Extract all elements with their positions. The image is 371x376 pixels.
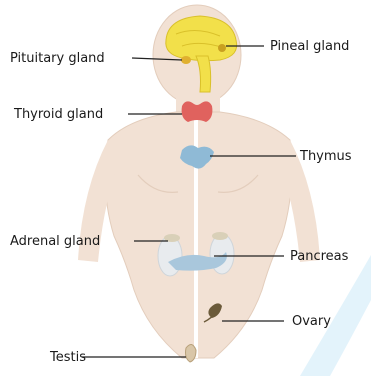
adrenal-gland-right-organ <box>212 232 228 240</box>
pineal-gland-organ <box>218 44 226 52</box>
label-thyroid-gland: Thyroid gland <box>13 107 103 122</box>
label-pineal-gland: Pineal gland <box>270 39 349 54</box>
label-thymus: Thymus <box>299 149 352 164</box>
label-pituitary-gland: Pituitary gland <box>10 51 105 66</box>
testis-organ <box>186 344 197 362</box>
label-adrenal-gland: Adrenal gland <box>10 234 100 249</box>
pituitary-gland-organ <box>181 56 191 64</box>
label-testis: Testis <box>49 350 86 365</box>
label-pancreas: Pancreas <box>290 249 349 264</box>
label-ovary: Ovary <box>292 314 331 329</box>
